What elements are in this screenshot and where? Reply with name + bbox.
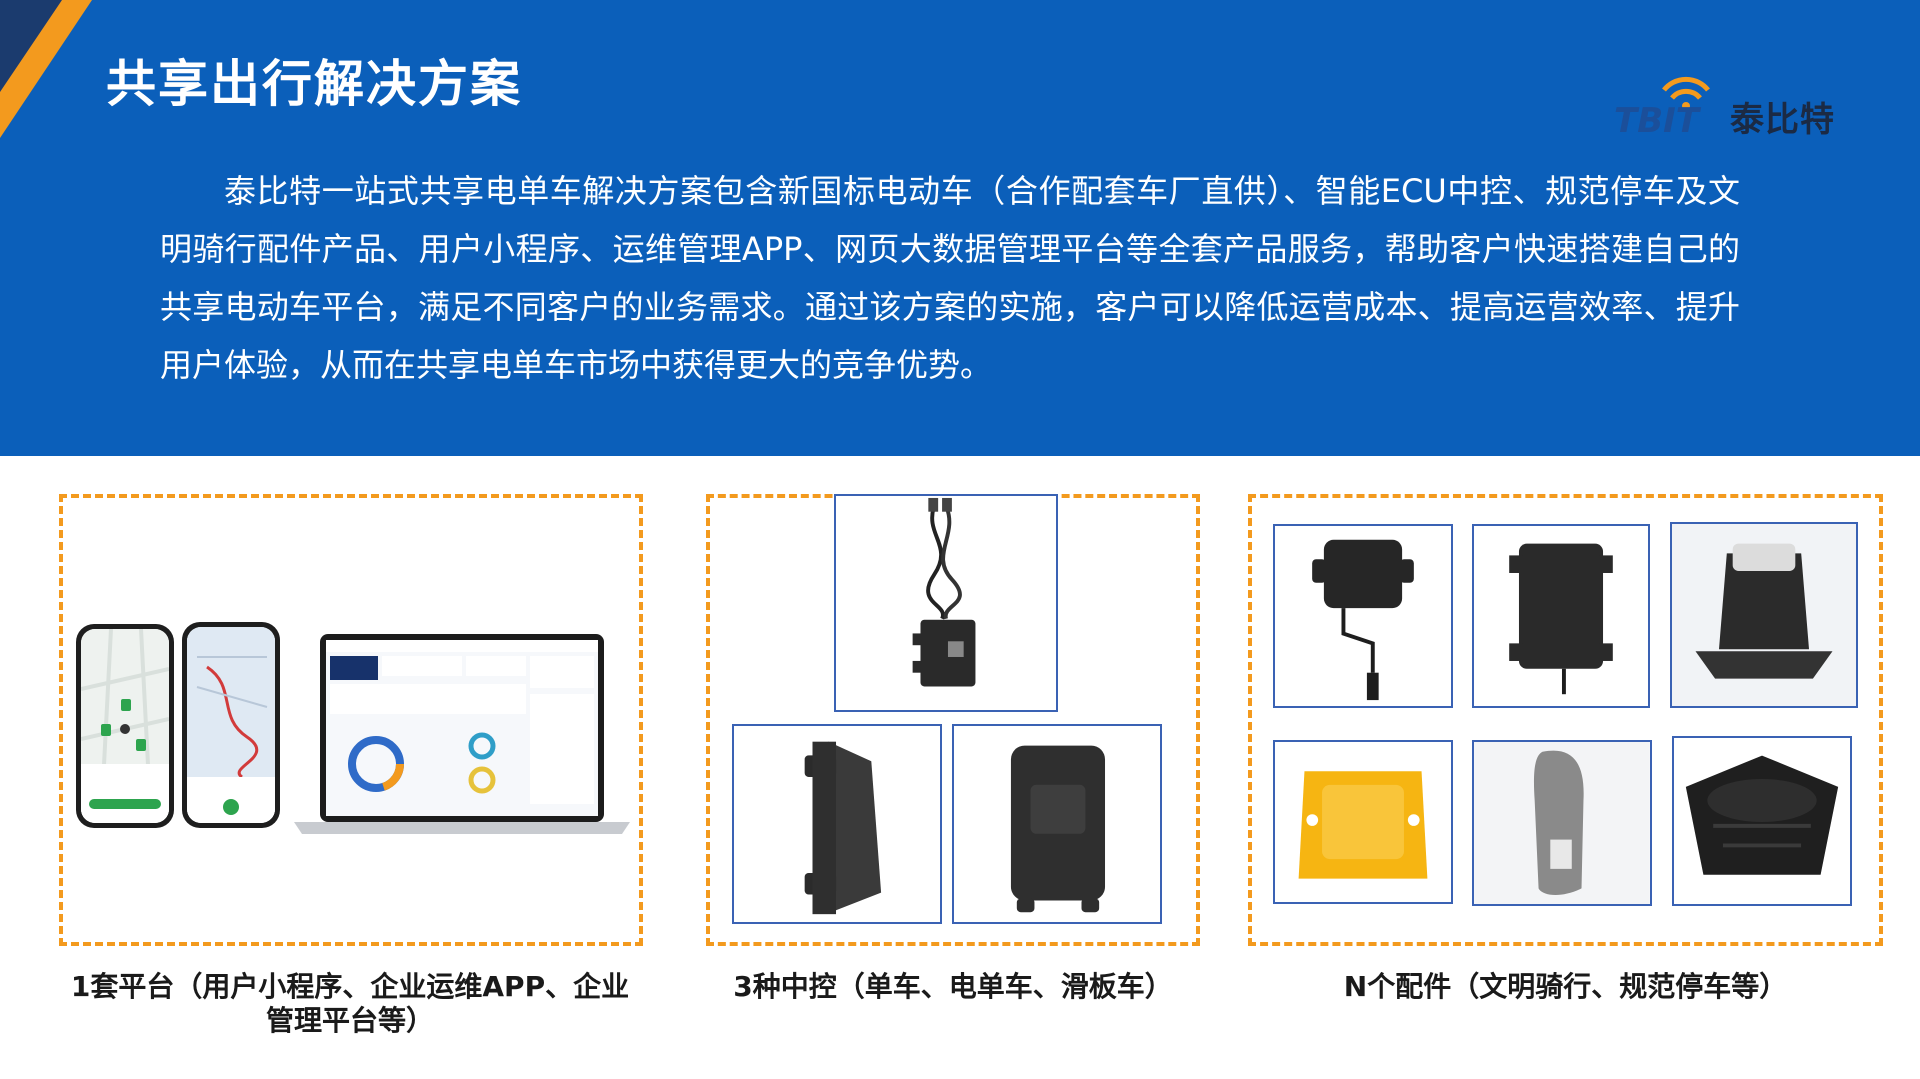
ecu-cable-graphic <box>912 497 976 687</box>
accessory-grey-sensor-image <box>1472 740 1652 906</box>
module-cable-graphic <box>1312 539 1414 701</box>
box-module-graphic <box>1509 543 1613 695</box>
page-title: 共享出行解决方案 <box>106 55 522 113</box>
ecu-with-cable-image <box>834 494 1058 712</box>
yellow-marker-graphic <box>1298 771 1428 879</box>
logo-text: 泰比特 <box>1730 100 1835 140</box>
accessory-module-cable-image <box>1273 524 1453 708</box>
accessories-caption: N个配件（文明骑行、规范停车等） <box>1343 970 1788 1003</box>
ecu-side-graphic <box>804 741 882 915</box>
phone-map-app-image <box>76 624 174 828</box>
svg-text:TBIT: TBIT <box>1614 101 1702 140</box>
accessory-camera-unit-image <box>1670 522 1858 708</box>
corner-stripe-decoration <box>0 0 92 138</box>
accessory-black-housing-image <box>1672 736 1852 906</box>
laptop-graphic <box>294 634 630 834</box>
header-banner: 共享出行解决方案 TBIT 泰比特 泰比特一站式共享电单车解决方案包含新国标电动… <box>0 0 1920 456</box>
ecu-front-graphic <box>1010 745 1106 913</box>
accessory-yellow-marker-image <box>1273 740 1453 904</box>
laptop-dashboard-image <box>294 634 630 840</box>
wifi-signal-icon: TBIT <box>1614 76 1710 140</box>
intro-paragraph: 泰比特一站式共享电单车解决方案包含新国标电动车（合作配套车厂直供）、智能ECU中… <box>160 172 1740 384</box>
black-housing-graphic <box>1685 755 1839 875</box>
accessory-box-module-image <box>1472 524 1650 708</box>
platform-caption: 1套平台（用户小程序、企业运维APP、企业管理平台等） <box>70 970 630 1037</box>
company-logo: TBIT 泰比特 <box>1612 70 1862 140</box>
phone-route-app-image <box>182 622 280 828</box>
map-screen <box>81 629 169 823</box>
route-screen <box>187 627 275 823</box>
accessories-panel <box>1248 494 1883 946</box>
camera-unit-graphic <box>1672 524 1856 706</box>
ecu-front-view-image <box>952 724 1162 924</box>
grey-sensor-graphic <box>1474 742 1650 904</box>
ecu-side-view-image <box>732 724 942 924</box>
ecu-caption: 3种中控（单车、电单车、滑板车） <box>733 970 1173 1003</box>
platform-panel <box>59 494 643 946</box>
